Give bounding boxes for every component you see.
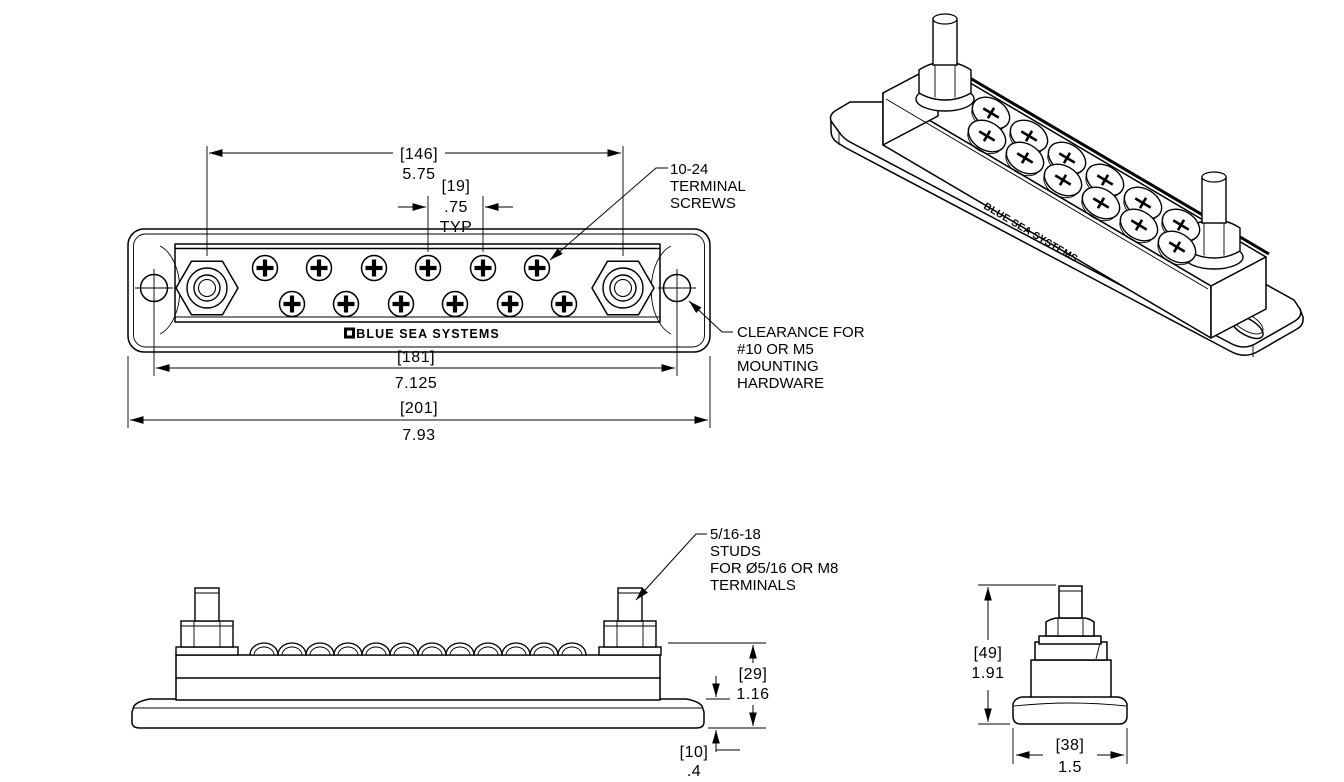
dim-base-thickness: [10] .4: [680, 676, 740, 780]
screw-head: [417, 642, 447, 656]
svg-text:HARDWARE: HARDWARE: [737, 375, 824, 392]
screw-head: [305, 642, 335, 656]
dim-inch: .4: [687, 763, 701, 780]
screw-head: [389, 642, 419, 656]
screw-head: [277, 642, 307, 656]
brand-logo-inner: [347, 330, 352, 336]
dim-note: TYP: [440, 219, 473, 236]
terminal-screw: [307, 256, 332, 281]
terminal-screw: [280, 292, 305, 317]
terminal-screw: [443, 292, 468, 317]
dim-width: [38] 1.5: [1012, 728, 1128, 776]
terminal-screw: [362, 256, 387, 281]
terminal-screw: [389, 292, 414, 317]
dim-mm: [181]: [397, 349, 435, 366]
svg-text:10-24: 10-24: [670, 161, 708, 178]
svg-text:FOR Ø5/16 OR M8: FOR Ø5/16 OR M8: [710, 560, 838, 577]
dim-inch: 1.91: [971, 665, 1004, 682]
dim-inch: 1.5: [1058, 759, 1082, 776]
end-label-slit: [1095, 642, 1101, 660]
terminal-screw: [498, 292, 523, 317]
screw-head: [501, 642, 531, 656]
label-terminal-screws: 10-24 TERMINAL SCREWS: [549, 161, 746, 261]
front-busbar-body: [174, 243, 661, 323]
end-view: [49] 1.91 [38] 1.5: [971, 584, 1128, 776]
dim-inch: 7.125: [395, 375, 438, 392]
svg-text:CLEARANCE FOR: CLEARANCE FOR: [737, 324, 865, 341]
svg-text:STUDS: STUDS: [710, 543, 761, 560]
front-base-inner-edge: [133, 233, 705, 348]
label-clearance: CLEARANCE FOR #10 OR M5 MOUNTING HARDWAR…: [688, 300, 865, 392]
dim-mm: [38]: [1056, 737, 1085, 754]
svg-text:MOUNTING: MOUNTING: [737, 358, 819, 375]
end-body-main: [1030, 659, 1112, 698]
iso-right-end-face: [1210, 256, 1267, 339]
dim-height: [29] 1.16: [668, 642, 769, 729]
dim-mm: [49]: [974, 645, 1003, 662]
dim-mm: [146]: [400, 146, 438, 163]
dim-mm: [10]: [680, 744, 709, 761]
svg-text:TERMINALS: TERMINALS: [710, 577, 796, 594]
dim-inch: 5.75: [402, 166, 435, 183]
screw-head: [361, 642, 391, 656]
screw-head: [529, 642, 559, 656]
terminal-screw: [416, 256, 441, 281]
side-stud-left: [175, 587, 239, 656]
dim-mm: [29]: [739, 666, 768, 683]
end-stud-nut: [1045, 617, 1095, 637]
terminal-screw: [253, 256, 278, 281]
svg-text:TERMINAL: TERMINAL: [670, 178, 746, 195]
end-stud-washer: [1038, 635, 1102, 645]
screw-head: [333, 642, 363, 656]
leader-line: [688, 300, 733, 333]
screw-head: [557, 642, 587, 656]
dim-overall-length: [201] 7.93: [127, 356, 711, 444]
dim-mm: [201]: [400, 400, 438, 417]
front-brand: BLUE SEA SYSTEMS: [344, 327, 500, 341]
svg-text:SCREWS: SCREWS: [670, 195, 736, 212]
screw-head: [249, 642, 279, 656]
label-studs: 5/16-18 STUDS FOR Ø5/16 OR M8 TERMINALS: [635, 526, 838, 601]
screw-head: [445, 642, 475, 656]
side-view: [29] 1.16 [10] .4 5/16-18 STUDS FOR Ø5/1…: [131, 526, 838, 780]
screw-head: [473, 642, 503, 656]
iso-base-thickness: [830, 120, 1304, 356]
side-stud-right: [598, 587, 662, 656]
svg-text:#10 OR M5: #10 OR M5: [737, 341, 814, 358]
terminal-screw: [525, 256, 550, 281]
dim-stud-spacing: [146] 5.75: [206, 146, 624, 256]
end-base-edge-line: [1013, 702, 1127, 707]
leader-line: [549, 167, 668, 261]
front-brand-label: BLUE SEA SYSTEMS: [356, 327, 500, 341]
dim-inch: .75: [444, 199, 468, 216]
dim-inch: 1.16: [736, 686, 769, 703]
terminal-screw: [334, 292, 359, 317]
side-base-outline: [131, 698, 705, 729]
leader-line: [635, 533, 707, 601]
svg-text:5/16-18: 5/16-18: [710, 526, 761, 543]
terminal-screw: [552, 292, 577, 317]
dim-height: [49] 1.91: [971, 584, 1056, 725]
dim-screw-pitch: [19] .75 TYP: [398, 178, 513, 252]
dim-mm: [19]: [442, 178, 471, 195]
end-base-outline: [1012, 696, 1128, 725]
front-view: BLUE SEA SYSTEMS [146] 5.75 [19] .75 TYP: [127, 146, 865, 444]
end-stud-shaft: [1058, 585, 1083, 619]
dim-inch: 7.93: [402, 427, 435, 444]
iso-view: BLUE SEA SYSTEMS: [829, 13, 1304, 357]
dim-mount-spacing: [181] 7.125: [153, 306, 678, 392]
side-screw-heads: [249, 642, 587, 656]
terminal-screw: [471, 256, 496, 281]
iso-stud-left: [915, 13, 975, 112]
